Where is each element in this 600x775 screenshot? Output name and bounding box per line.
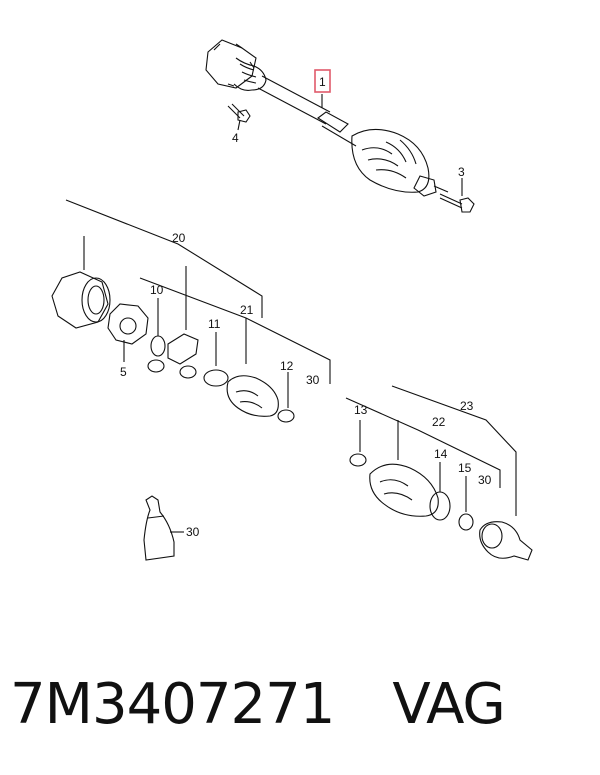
callout-20[interactable]: 20 [172,231,186,245]
part-caption: 7M3407271 VAG [10,672,506,737]
callout-15[interactable]: 15 [458,461,472,475]
inner-boot-21 [226,375,279,417]
callout-23[interactable]: 23 [460,399,474,413]
callout-13[interactable]: 13 [354,403,368,417]
parts-diagram: 1 4 3 20 10 21 11 5 12 30 23 13 22 14 15… [51,39,533,561]
callout-14[interactable]: 14 [434,447,448,461]
callout-10[interactable]: 10 [150,283,164,297]
brand-name: VAG [392,672,505,737]
circlip-15 [458,513,474,531]
outer-cv-joint-23 [479,521,533,561]
clamp-11 [203,369,229,387]
drive-shaft-assembly [205,39,449,197]
inner-joint-housing [51,271,111,329]
spider-5 [107,303,149,345]
grease-tube-30 [143,495,175,561]
callout-30-a[interactable]: 30 [306,373,320,387]
part-number: 7M3407271 [10,672,335,737]
callout-4[interactable]: 4 [232,131,239,145]
callout-12[interactable]: 12 [280,359,294,373]
callout-5[interactable]: 5 [120,365,127,379]
callout-21[interactable]: 21 [240,303,254,317]
callout-1[interactable]: 1 [319,75,326,89]
callout-3[interactable]: 3 [458,165,465,179]
callout-30-b[interactable]: 30 [478,473,492,487]
bolt-4 [227,103,251,123]
circlip-10 [150,335,166,357]
clamp-12 [277,409,295,423]
callout-22[interactable]: 22 [432,415,446,429]
callout-1-highlight[interactable] [314,69,331,93]
bolt-3 [439,193,475,213]
callout-30-c[interactable]: 30 [186,525,200,539]
callout-11[interactable]: 11 [208,317,221,331]
clamp-13 [349,453,367,467]
outer-boot-22 [369,463,439,517]
clamp-14 [429,491,451,521]
